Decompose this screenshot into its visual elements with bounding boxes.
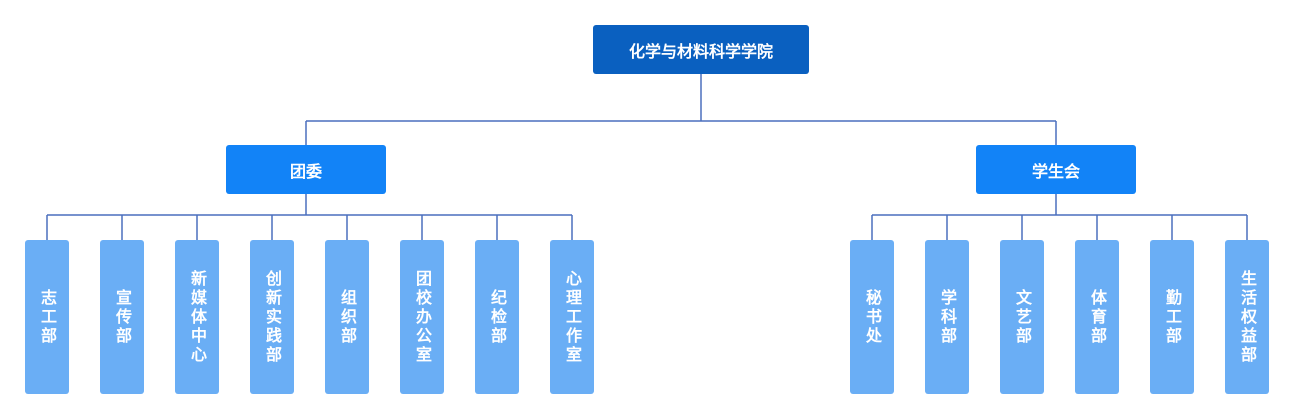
branch-node-tuanwei: 团委: [226, 145, 386, 194]
department-node: 组织部: [325, 240, 369, 394]
root-node: 化学与材料科学学院: [593, 25, 809, 74]
department-node: 体育部: [1075, 240, 1119, 394]
department-node: 纪检部: [475, 240, 519, 394]
department-node: 宣传部: [100, 240, 144, 394]
department-node: 生活权益部: [1225, 240, 1269, 394]
department-node: 心理工作室: [550, 240, 594, 394]
department-node: 新媒体中心: [175, 240, 219, 394]
department-node: 团校办公室: [400, 240, 444, 394]
department-node: 勤工部: [1150, 240, 1194, 394]
branch-node-xueshenghui: 学生会: [976, 145, 1136, 194]
department-node: 志工部: [25, 240, 69, 394]
department-node: 秘书处: [850, 240, 894, 394]
department-node: 创新实践部: [250, 240, 294, 394]
department-node: 文艺部: [1000, 240, 1044, 394]
department-node: 学科部: [925, 240, 969, 394]
